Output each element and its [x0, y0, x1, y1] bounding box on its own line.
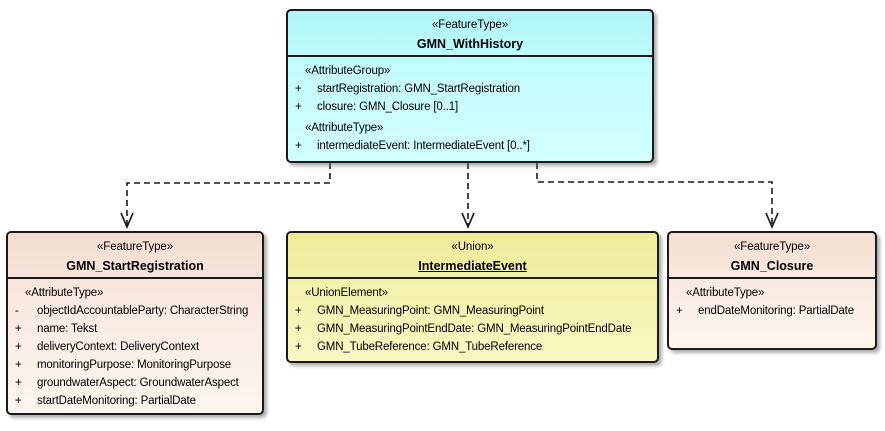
class-header: «FeatureType» GMN_WithHistory	[288, 11, 652, 57]
class-header: «Union» IntermediateEvent	[288, 233, 657, 279]
attribute-row: + GMN_MeasuringPointEndDate: GMN_Measuri…	[294, 320, 655, 338]
visibility-marker: +	[15, 377, 22, 389]
connector-withhistory-to-startregistration[interactable]	[120, 163, 331, 230]
class-name: GMN_StartRegistration	[66, 259, 204, 273]
visibility-marker: +	[15, 395, 22, 407]
attribute-row: + intermediateEvent: IntermediateEvent […	[294, 137, 650, 155]
attribute-row: + monitoringPurpose: MonitoringPurpose	[14, 356, 260, 374]
open-arrowhead-icon	[120, 212, 134, 230]
visibility-marker: +	[15, 341, 22, 353]
attribute-text: objectIdAccountableParty: CharacterStrin…	[37, 305, 249, 317]
class-box-gmn-startregistration[interactable]: «FeatureType» GMN_StartRegistration «Att…	[6, 231, 264, 415]
connector-withhistory-to-intermediateevent[interactable]	[461, 163, 475, 230]
open-arrowhead-icon	[461, 212, 475, 230]
section-stereotype: «AttributeGroup»	[305, 65, 391, 77]
visibility-marker: +	[295, 140, 302, 152]
class-box-gmn-withhistory[interactable]: «FeatureType» GMN_WithHistory «Attribute…	[286, 9, 654, 163]
visibility-marker: +	[295, 305, 302, 317]
attribute-text: monitoringPurpose: MonitoringPurpose	[37, 359, 232, 371]
attribute-text: groundwaterAspect: GroundwaterAspect	[37, 377, 239, 389]
attribute-text: GMN_MeasuringPoint: GMN_MeasuringPoint	[317, 305, 544, 317]
attribute-row: + closure: GMN_Closure [0..1]	[294, 98, 650, 116]
class-header: «FeatureType» GMN_StartRegistration	[8, 233, 262, 279]
attribute-text: GMN_TubeReference: GMN_TubeReference	[317, 341, 543, 353]
class-header: «FeatureType» GMN_Closure	[669, 233, 875, 279]
visibility-marker: -	[15, 305, 19, 317]
visibility-marker: +	[295, 83, 302, 95]
attribute-row: - objectIdAccountableParty: CharacterStr…	[14, 302, 260, 320]
visibility-marker: +	[15, 359, 22, 371]
visibility-marker: +	[295, 323, 302, 335]
attribute-text: startRegistration: GMN_StartRegistration	[317, 83, 520, 95]
attribute-text: startDateMonitoring: PartialDate	[37, 395, 196, 407]
class-body: «AttributeGroup» + startRegistration: GM…	[288, 57, 652, 155]
attribute-row: + startRegistration: GMN_StartRegistrati…	[294, 80, 650, 98]
section-stereotype: «AttributeType»	[686, 287, 765, 299]
class-stereotype: «FeatureType»	[96, 241, 174, 253]
section-stereotype: «UnionElement»	[305, 287, 388, 299]
class-stereotype: «FeatureType»	[431, 19, 509, 31]
class-name: IntermediateEvent	[418, 259, 527, 273]
attribute-row: + GMN_TubeReference: GMN_TubeReference	[294, 338, 655, 356]
attribute-text: intermediateEvent: IntermediateEvent [0.…	[317, 140, 530, 152]
section-stereotype: «AttributeType»	[25, 287, 104, 299]
attribute-row: + deliveryContext: DeliveryContext	[14, 338, 260, 356]
class-box-gmn-closure[interactable]: «FeatureType» GMN_Closure «AttributeType…	[667, 231, 877, 350]
attribute-row: + endDateMonitoring: PartialDate	[675, 302, 873, 320]
visibility-marker: +	[15, 323, 22, 335]
attribute-row: + name: Tekst	[14, 320, 260, 338]
class-body: «AttributeType» + endDateMonitoring: Par…	[669, 279, 875, 320]
class-body: «AttributeType» - objectIdAccountablePar…	[8, 279, 262, 410]
visibility-marker: +	[295, 341, 302, 353]
attribute-row: + startDateMonitoring: PartialDate	[14, 392, 260, 410]
class-stereotype: «FeatureType»	[733, 241, 811, 253]
attribute-row: + GMN_MeasuringPoint: GMN_MeasuringPoint	[294, 302, 655, 320]
visibility-marker: +	[295, 101, 302, 113]
class-body: «UnionElement» + GMN_MeasuringPoint: GMN…	[288, 279, 657, 356]
attribute-text: closure: GMN_Closure [0..1]	[317, 101, 459, 113]
open-arrowhead-icon	[765, 212, 779, 230]
attribute-text: GMN_MeasuringPointEndDate: GMN_Measuring…	[317, 323, 632, 335]
visibility-marker: +	[676, 305, 683, 317]
attribute-text: endDateMonitoring: PartialDate	[698, 305, 854, 317]
connector-withhistory-to-closure[interactable]	[536, 163, 779, 230]
attribute-row: + groundwaterAspect: GroundwaterAspect	[14, 374, 260, 392]
attribute-text: deliveryContext: DeliveryContext	[37, 341, 200, 353]
section-stereotype: «AttributeType»	[305, 122, 384, 134]
class-box-intermediateevent[interactable]: «Union» IntermediateEvent «UnionElement»…	[286, 231, 659, 363]
class-name: GMN_WithHistory	[416, 37, 524, 51]
class-stereotype: «Union»	[451, 241, 494, 253]
attribute-text: name: Tekst	[37, 323, 98, 335]
class-name: GMN_Closure	[730, 259, 814, 273]
